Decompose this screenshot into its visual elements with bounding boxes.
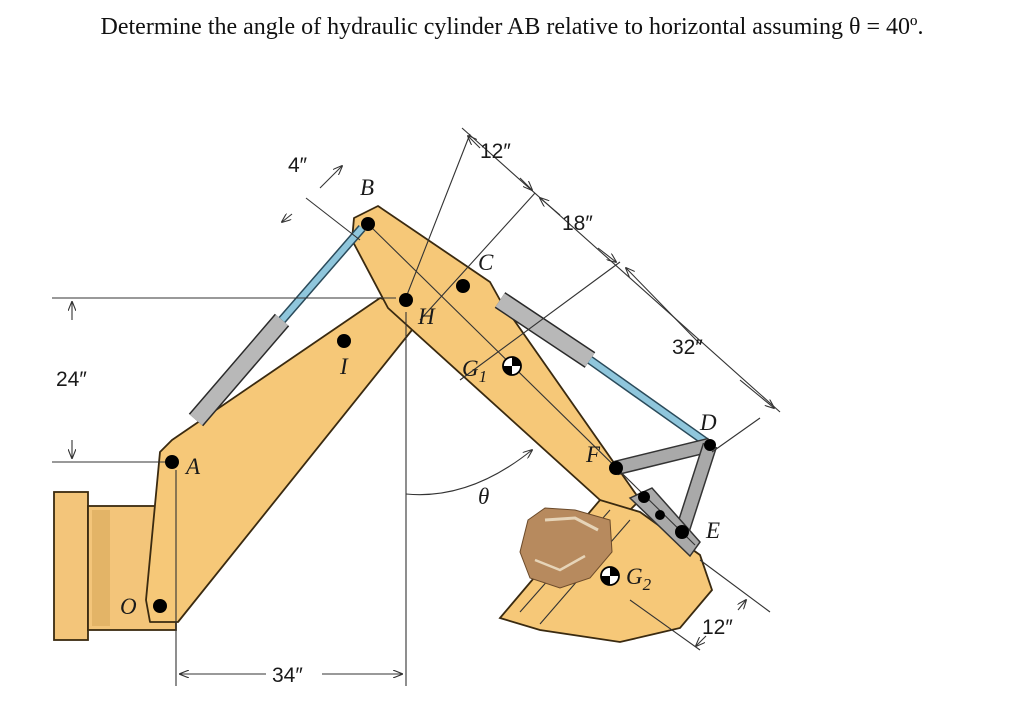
label-h: H <box>417 304 436 329</box>
pin-e <box>675 525 689 539</box>
label-c: C <box>478 250 494 275</box>
dim-12in-bottom: 12″ <box>702 616 733 639</box>
pin-h <box>399 293 413 307</box>
label-b: B <box>360 175 374 200</box>
dim-18in: 18″ <box>562 212 593 235</box>
label-g2: G2 <box>626 564 652 594</box>
label-f: F <box>585 442 601 467</box>
label-o: O <box>120 594 137 619</box>
pin-bucket-2 <box>655 510 665 520</box>
pin-c <box>456 279 470 293</box>
label-theta: θ <box>478 484 489 509</box>
dim-32in: 32″ <box>672 336 703 359</box>
joints <box>153 217 716 613</box>
hydraulic-cylinder-ab <box>188 225 366 427</box>
label-e: E <box>705 518 720 543</box>
pin-f <box>609 461 623 475</box>
bucket-linkage <box>614 437 718 558</box>
pin-a <box>165 455 179 469</box>
pin-d <box>704 439 716 451</box>
dipper-arm <box>351 205 641 516</box>
dimension-lines <box>52 127 781 686</box>
pin-bucket <box>638 491 650 503</box>
dim-4in: 4″ <box>288 154 308 177</box>
center-of-gravity-g2-icon <box>600 566 620 586</box>
pin-o <box>153 599 167 613</box>
pin-i <box>337 334 351 348</box>
dim-12in-top: 12″ <box>480 140 511 163</box>
label-d: D <box>699 410 717 435</box>
dim-24in: 24″ <box>56 368 87 391</box>
dim-34in: 34″ <box>272 664 303 687</box>
center-of-gravity-g1-icon <box>502 356 522 376</box>
pin-b <box>361 217 375 231</box>
rock-load <box>519 507 613 589</box>
label-a: A <box>184 454 201 479</box>
label-g1: G1 <box>462 356 487 386</box>
label-i: I <box>339 354 349 379</box>
hydraulic-cylinder-cd <box>494 292 713 449</box>
problem-statement: Determine the angle of hydraulic cylinde… <box>100 14 924 40</box>
